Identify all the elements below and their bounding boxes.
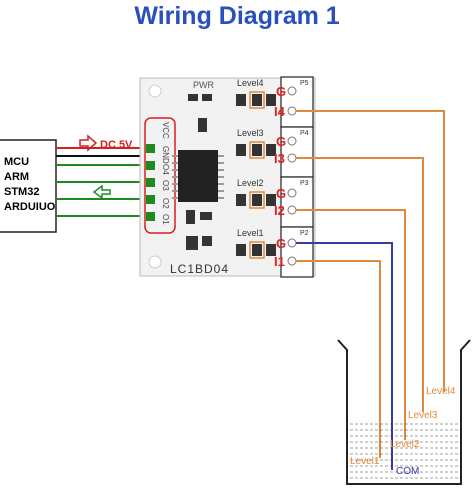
terminal-label: G [276, 84, 286, 99]
port-label: P4 [300, 130, 309, 137]
pin-label: O2 [161, 198, 170, 209]
pwr-label: PWR [193, 80, 214, 90]
pin-label: VCC [161, 122, 170, 139]
mcu-label: MCU ARM STM32 ARDUIUO [4, 155, 55, 215]
pin-label: O3 [161, 180, 170, 191]
mcu-line: STM32 [4, 186, 40, 198]
pwr-led [188, 94, 198, 101]
terminal-block [280, 76, 314, 128]
wire-level2 [296, 209, 406, 440]
wire-com [296, 242, 393, 470]
level-components [236, 94, 276, 256]
board-level-label: Level3 [237, 128, 264, 138]
water-tank [337, 339, 471, 485]
tank-com-label: COM [396, 466, 419, 477]
water-lines [350, 423, 458, 479]
power-label: DC 5V [100, 139, 133, 151]
pin-label: O4 [161, 164, 170, 175]
terminal-block [280, 176, 314, 228]
smd-parts [186, 118, 212, 250]
board-level-label: Level1 [237, 228, 264, 238]
io-connector [144, 117, 176, 234]
terminal-label: I4 [274, 104, 286, 119]
board-level-label: Level2 [237, 178, 264, 188]
terminal-label: G [276, 134, 286, 149]
wire-level3 [296, 157, 424, 412]
mcu-line: ARM [4, 171, 30, 183]
tank-level-label: Level2 [390, 439, 420, 450]
signal-wires [56, 164, 150, 217]
tank-level-label: Level4 [426, 386, 456, 397]
ic-chip [178, 150, 218, 202]
board-name: LC1BD04 [170, 262, 229, 276]
terminal-label: I3 [274, 151, 285, 166]
level-labels: Level4 Level3 Level2 Level1 [237, 78, 264, 238]
terminal-block [280, 126, 314, 178]
tank-level-label: Level1 [350, 456, 380, 467]
port-label: P2 [300, 230, 309, 237]
terminal-label: I1 [274, 254, 285, 269]
board-level-label: Level4 [237, 78, 264, 88]
terminal-labels: G I4 G I3 G I2 G I1 [274, 84, 286, 269]
mcu-line: MCU [4, 156, 30, 168]
connector-pins [146, 144, 155, 221]
mount-hole [148, 84, 162, 98]
pin-label: O1 [161, 214, 170, 225]
tank-level-labels: Level4 Level3 Level2 Level1 [350, 386, 456, 467]
tank-level-label: Level3 [408, 410, 438, 421]
mcu-line: ARDUIUO [4, 201, 56, 213]
terminal-label: G [276, 236, 286, 251]
pin-labels: VCC GND O4 O3 O2 O1 [161, 122, 170, 225]
mount-hole [148, 255, 162, 269]
terminal-label: G [276, 186, 286, 201]
ic-legs [172, 155, 224, 199]
wire-level1 [296, 260, 381, 458]
port-labels: P5 P4 P3 P2 [300, 80, 309, 237]
diagram-title: Wiring Diagram 1 [134, 2, 340, 30]
terminal-block [280, 226, 314, 278]
smd-part [202, 94, 212, 101]
mcu-box [0, 139, 57, 233]
pin-label: GND [161, 146, 170, 164]
port-label: P5 [300, 80, 309, 87]
sensor-wires [296, 110, 445, 470]
signal-arrow-icon [92, 184, 111, 200]
wire-level4 [296, 110, 445, 392]
port-label: P3 [300, 180, 309, 187]
level-led-highlights [249, 91, 265, 259]
terminal-label: I2 [274, 203, 285, 218]
terminal-blocks [280, 76, 314, 278]
power-arrow-icon [79, 134, 98, 152]
